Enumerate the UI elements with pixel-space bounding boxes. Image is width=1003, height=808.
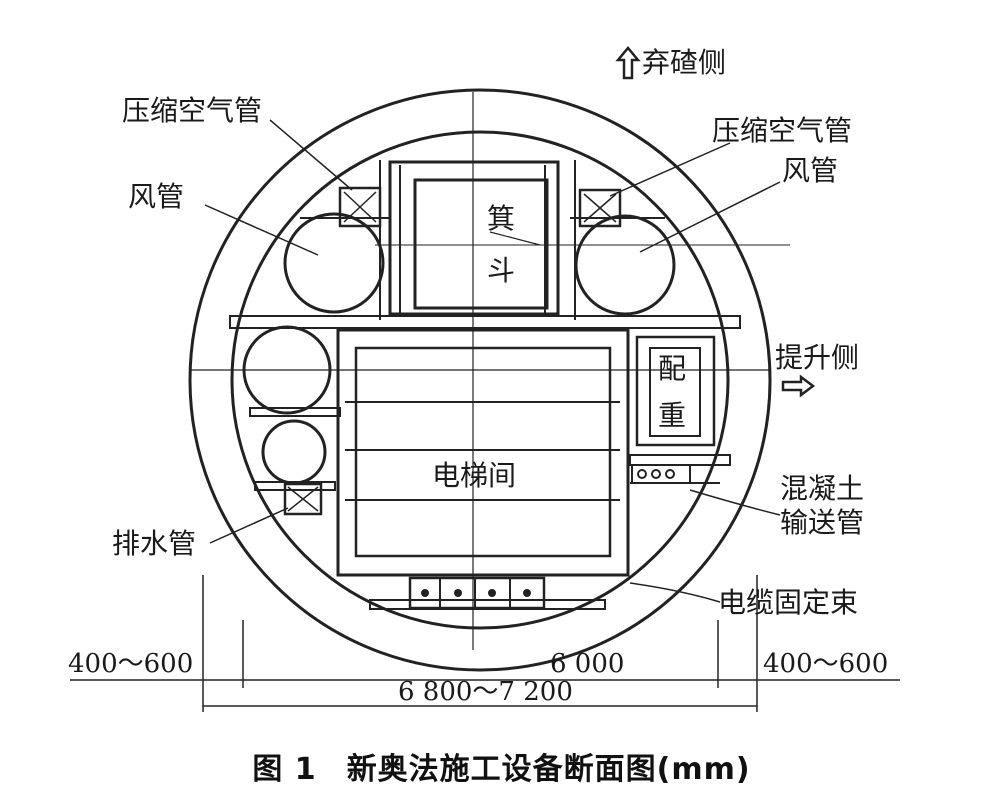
air-pipe-label-left: 压缩空气管 [122, 94, 262, 127]
figure-number: 图 1 [252, 752, 317, 787]
inner-tunnel-ring [230, 130, 730, 630]
hoist-side-label: 提升侧 [775, 341, 859, 374]
concrete-pipe-label-1: 混凝土 [780, 472, 864, 505]
figure-caption: 图 1 新奥法施工设备断面图(mm) [0, 744, 1003, 788]
dim-overall: 6 800～7 200 [398, 677, 573, 707]
left-pipe-large [242, 325, 332, 415]
dimension-lines [70, 575, 900, 712]
right-air-pipe-box [578, 188, 622, 228]
waste-side-label: 弃碴侧 [642, 46, 726, 79]
left-pipe-small [261, 419, 327, 485]
bucket-label-1: 箕 [487, 202, 515, 235]
counterweight-label-2: 重 [658, 399, 686, 432]
elevator-room-label: 电梯间 [432, 459, 516, 492]
hollow-up-arrow-icon [615, 46, 641, 80]
cable-bundle-label: 电缆固定束 [718, 586, 858, 619]
bucket-frame [375, 160, 790, 316]
outer-tunnel-ring [188, 88, 772, 672]
elevator-room-frame [336, 328, 630, 577]
hollow-right-arrow-icon [781, 374, 816, 398]
concrete-pipe-label-2: 输送管 [780, 506, 864, 539]
drain-pipe-label: 排水管 [112, 527, 196, 560]
counterweight-label-1: 配 [658, 352, 686, 385]
duct-label-left: 风管 [128, 180, 184, 213]
duct-label-right: 风管 [782, 154, 838, 187]
counterweight-outer [635, 335, 716, 447]
figure-title: 新奥法施工设备断面图(mm) [346, 752, 751, 787]
upper-cross-beam [229, 315, 741, 329]
air-pipe-label-right: 压缩空气管 [712, 114, 852, 147]
counterweight-inner [649, 347, 701, 437]
dim-left-gap: 400～600 [68, 649, 193, 679]
right-duct [574, 214, 676, 316]
dim-right-gap: 400～600 [763, 649, 888, 679]
dim-inner: 6 000 [550, 649, 624, 679]
left-duct [283, 212, 385, 314]
bucket-label-2: 斗 [487, 254, 515, 287]
drain-pipe-box [283, 482, 323, 516]
